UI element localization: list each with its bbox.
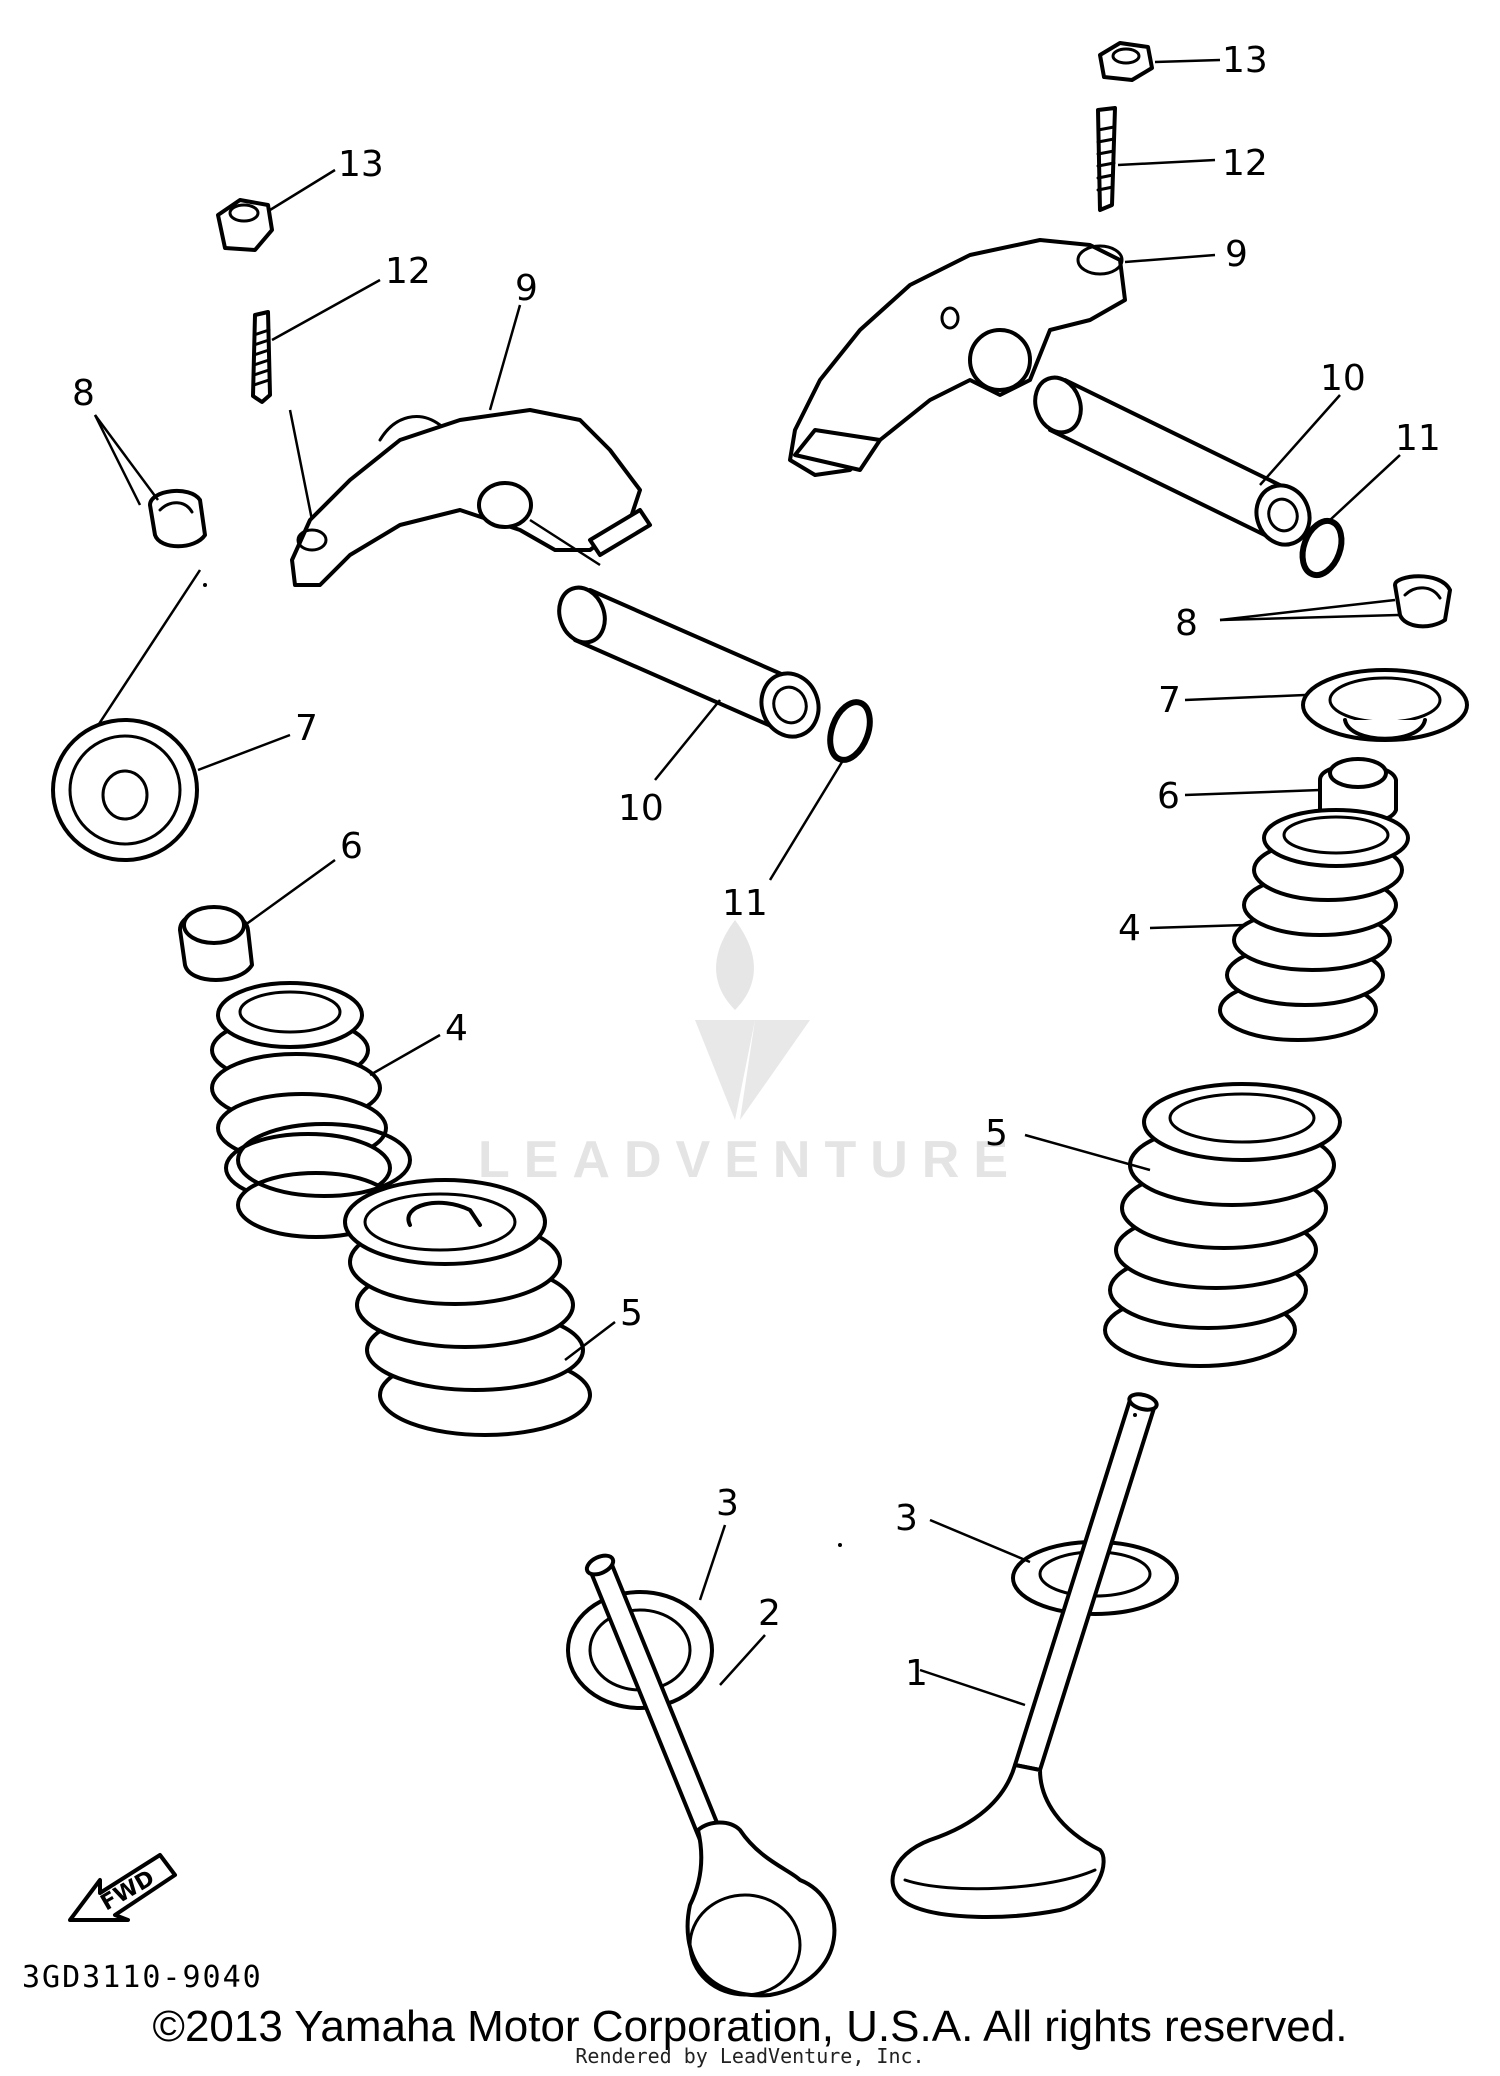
callout-3-right: 3 — [895, 1498, 918, 1539]
outer-valve-spring-5-right — [1103, 1082, 1342, 1368]
valve-cotters-8-right — [1393, 574, 1452, 629]
copyright-notice: ©2013 Yamaha Motor Corporation, U.S.A. A… — [152, 2002, 1348, 2051]
rocker-shaft-10-right — [1033, 375, 1312, 547]
callout-1: 1 — [905, 1653, 928, 1694]
callout-2: 2 — [758, 1593, 781, 1634]
o-ring-11-left — [827, 699, 873, 763]
callout-7-right: 7 — [1158, 680, 1181, 721]
outer-valve-spring-5-left — [343, 1178, 592, 1437]
callout-13-left: 13 — [338, 144, 384, 185]
valve-cotters-8-left — [148, 488, 207, 549]
spring-retainer-7-right — [1301, 668, 1469, 742]
spring-retainer-7-left — [51, 718, 199, 862]
callout-9-left: 9 — [515, 268, 538, 309]
rocker-arm-9-right — [788, 238, 1127, 477]
diagram-code: 3GD3110-9040 — [22, 1960, 263, 1995]
watermark-text: LEADVENTURE — [477, 1131, 1023, 1189]
fwd-arrow-icon: FWD — [68, 1853, 177, 1922]
valve-1 — [890, 1392, 1159, 1919]
rocker-arm-9-left — [290, 408, 652, 587]
valve-stem-seal-6-left — [178, 905, 254, 982]
callout-6-right: 6 — [1157, 776, 1180, 817]
nut-13-right — [1098, 41, 1154, 82]
inner-valve-spring-4-left — [210, 981, 412, 1239]
adjuster-screw-12-left — [251, 310, 272, 404]
callout-8-left: 8 — [72, 373, 95, 414]
callout-12-left: 12 — [385, 251, 431, 292]
rocker-shaft-10-left — [557, 585, 821, 739]
callout-11-left: 11 — [722, 883, 768, 924]
callout-11-right: 11 — [1395, 418, 1441, 459]
valve-2 — [584, 1553, 837, 1998]
callout-6-left: 6 — [340, 826, 363, 867]
watermark-logo — [695, 920, 810, 1120]
rendered-by-note: Rendered by LeadVenture, Inc. — [575, 2044, 925, 2068]
callout-8-right: 8 — [1175, 603, 1198, 644]
callout-4-left: 4 — [445, 1008, 468, 1049]
callout-10-right: 10 — [1320, 358, 1366, 399]
nut-13-left — [216, 198, 274, 252]
o-ring-11-right — [1299, 517, 1345, 579]
callout-12-right: 12 — [1222, 143, 1268, 184]
callout-9-right: 9 — [1225, 234, 1248, 275]
adjuster-screw-12-right — [1096, 106, 1117, 212]
callout-5-right: 5 — [985, 1113, 1008, 1154]
inner-valve-spring-4-right — [1218, 808, 1410, 1042]
callout-4-right: 4 — [1118, 908, 1141, 949]
callout-5-left: 5 — [620, 1293, 643, 1334]
callout-13-right: 13 — [1222, 40, 1268, 81]
callout-7-left: 7 — [295, 708, 318, 749]
callout-3-left: 3 — [716, 1483, 739, 1524]
callout-10-left: 10 — [618, 788, 664, 829]
